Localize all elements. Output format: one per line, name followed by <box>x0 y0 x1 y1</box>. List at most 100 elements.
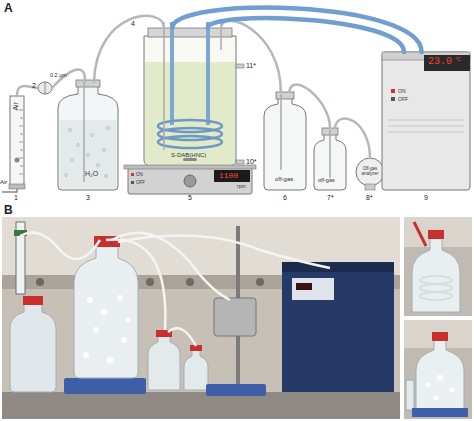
callout-number: 1 <box>14 194 18 201</box>
on-indicator <box>131 173 134 176</box>
callout-number: 9 <box>424 194 428 201</box>
red-cap <box>428 230 444 239</box>
valve <box>186 278 194 286</box>
tubing-connector <box>94 16 164 82</box>
node-text: 23.0 <box>428 57 452 67</box>
vent-grille <box>388 120 464 132</box>
humidifier-photo <box>10 304 56 392</box>
callout-number: 6 <box>283 194 287 201</box>
off-gas-analyzer: Off-gas analyzer <box>356 158 384 186</box>
stirrer-shape <box>124 165 256 194</box>
callout-number: 4 <box>131 20 135 27</box>
bubble <box>434 396 439 401</box>
coil-photo <box>404 217 472 316</box>
foam-bubbles <box>426 375 455 401</box>
cooling-tube <box>206 22 210 125</box>
stirrer-photo <box>412 408 468 417</box>
bubble <box>101 309 108 316</box>
air-filter: 0.2 µm <box>38 82 52 94</box>
rotameter-float <box>15 158 20 163</box>
dip-tube <box>329 130 331 178</box>
valve <box>146 278 154 286</box>
off-gas-bottle: off-gas <box>314 128 346 190</box>
callout-number: 8* <box>366 194 373 201</box>
tube <box>168 328 196 346</box>
clamp <box>414 222 426 246</box>
node-text: ON <box>398 89 406 94</box>
bubble <box>107 357 114 364</box>
vessel-lid <box>148 28 232 37</box>
rotameter-tube <box>10 96 24 186</box>
vessel-photo <box>416 340 464 410</box>
bubble <box>107 127 110 130</box>
bubble <box>91 134 94 137</box>
bubble <box>87 154 90 157</box>
bubble <box>437 375 443 381</box>
foam-bubbles <box>83 295 131 364</box>
coil-loops <box>420 276 452 300</box>
node-text: OFF <box>398 97 408 102</box>
bubble <box>71 159 74 162</box>
coil-loop <box>158 136 222 148</box>
off-gas-bottle-shape <box>264 92 306 190</box>
chiller-shape <box>382 52 470 190</box>
off-gas-bottle: off-gas <box>264 92 306 190</box>
off-indicator <box>391 97 395 101</box>
lab-bench <box>2 392 400 419</box>
tube <box>112 233 230 300</box>
stir-bar <box>183 158 197 161</box>
panel-letter: B <box>4 204 13 216</box>
lab-photo <box>2 217 400 419</box>
photo-background <box>2 217 400 419</box>
tubing-connector <box>221 21 281 92</box>
silicone-tubing <box>20 233 330 346</box>
on-indicator <box>391 89 395 93</box>
humidifier-bottle-shape <box>58 80 118 190</box>
node-text: 0.2 µm <box>50 73 67 79</box>
node-text: off-gas <box>275 176 293 182</box>
off-indicator <box>131 181 134 184</box>
node-text: off-gas <box>318 178 335 184</box>
stirrer-body <box>128 168 252 194</box>
callout-number: 11* <box>246 62 256 69</box>
magnetic-stirrer: 1100rpmONOFF <box>128 168 252 194</box>
filter-housing <box>38 82 52 94</box>
filter-symbol <box>38 82 52 94</box>
off-gas-bottle-photo <box>184 350 208 390</box>
vessel-photo <box>412 238 460 312</box>
rotameter: Air <box>9 96 25 188</box>
vessel-outline <box>144 36 236 166</box>
bubble <box>93 327 99 333</box>
node-text: H₂O <box>85 170 98 177</box>
bioreactor-photo <box>74 246 138 378</box>
rotameter-base <box>9 184 25 189</box>
stirrer-plate <box>124 165 256 169</box>
bubble <box>77 144 80 147</box>
bubble <box>97 164 100 167</box>
water-fill <box>60 120 117 189</box>
cooling-tube <box>170 22 174 125</box>
valve <box>256 278 264 286</box>
chiller-photo <box>282 262 394 392</box>
panel-letter: A <box>4 2 13 14</box>
node-text: 1100 <box>219 172 238 180</box>
tubing-connector <box>335 118 370 158</box>
bottle-cap <box>276 92 294 99</box>
photo-background <box>404 320 472 419</box>
rotameter-scale <box>19 110 23 174</box>
gas-inlet-tube <box>163 22 165 150</box>
callout-number: 2 <box>32 82 36 89</box>
speed-knob <box>184 175 196 187</box>
chiller-lid <box>282 262 394 272</box>
node-text: Off-gas analyzer <box>356 167 384 176</box>
bubble <box>87 297 93 303</box>
tube <box>20 233 100 259</box>
tubing-connector <box>289 84 330 128</box>
node-text: °C <box>455 57 461 62</box>
thermostat-chiller: 23.0°C ON OFF <box>382 52 470 190</box>
bubble <box>65 174 68 177</box>
red-cap <box>23 296 43 305</box>
